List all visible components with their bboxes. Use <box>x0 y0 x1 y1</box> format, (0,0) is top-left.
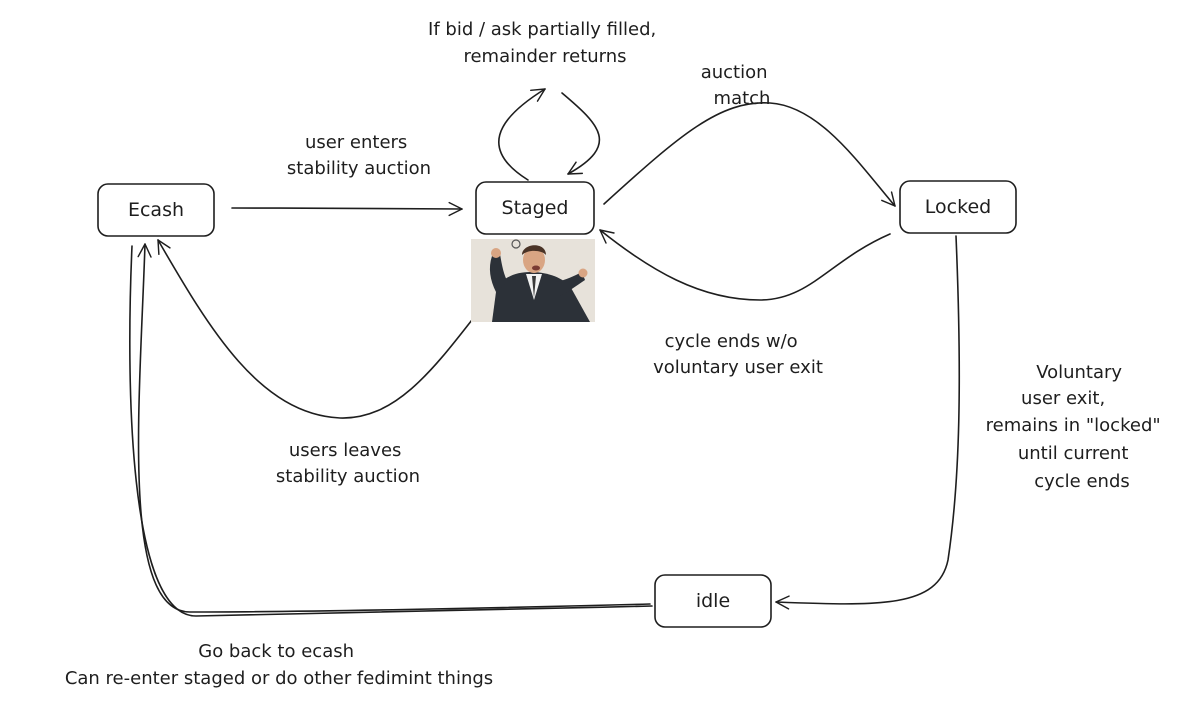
edge-staged-to-ecash <box>157 239 487 419</box>
edge-locked-to-idle <box>775 235 961 610</box>
label-cycle-ends-line-2: voluntary user exit <box>653 357 823 378</box>
edge-idle-to-ecash <box>137 243 651 613</box>
label-cycle-ends: cycle ends w/o voluntary user exit <box>653 331 823 378</box>
node-ecash: Ecash <box>97 183 215 237</box>
node-locked: Locked <box>899 180 1017 234</box>
label-enters-auction-line-2: stability auction <box>287 158 431 179</box>
label-auction-match-line-2: match <box>714 88 771 109</box>
label-leaves-auction-line-1: users leaves <box>289 440 402 461</box>
label-auction-match: auction match <box>701 62 774 109</box>
edge-staged-self-loop-return <box>561 92 601 175</box>
edge-staged-to-locked <box>603 102 896 207</box>
node-staged-label: Staged <box>502 197 569 219</box>
edge-ecash-to-staged <box>231 201 463 217</box>
label-back-to-ecash: Go back to ecash Can re-enter staged or … <box>65 641 493 689</box>
label-leaves-auction-line-2: stability auction <box>276 466 420 487</box>
label-voluntary-exit-line-4: until current <box>1018 443 1129 464</box>
label-cycle-ends-line-1: cycle ends w/o <box>665 331 798 352</box>
node-idle-label: idle <box>696 590 730 612</box>
edge-locked-to-staged <box>599 229 891 301</box>
node-ecash-label: Ecash <box>128 199 184 221</box>
label-leaves-auction: users leaves stability auction <box>276 440 420 487</box>
label-auction-match-line-1: auction <box>701 62 768 83</box>
edge-staged-self-loop <box>498 88 546 181</box>
label-enters-auction-line-1: user enters <box>305 132 407 153</box>
label-back-to-ecash-line-2: Can re-enter staged or do other fedimint… <box>65 668 493 689</box>
node-locked-label: Locked <box>925 196 991 218</box>
node-staged: Staged <box>475 181 595 235</box>
label-voluntary-exit: Voluntary user exit, remains in "locked"… <box>986 362 1167 492</box>
label-voluntary-exit-line-2: user exit, <box>1021 388 1105 409</box>
label-voluntary-exit-line-3: remains in "locked" <box>986 415 1161 436</box>
label-partial-fill-line-2: remainder returns <box>463 46 626 67</box>
label-voluntary-exit-line-5: cycle ends <box>1034 471 1130 492</box>
label-voluntary-exit-line-1: Voluntary <box>1036 362 1122 383</box>
node-idle: idle <box>654 574 772 628</box>
label-back-to-ecash-line-1: Go back to ecash <box>198 641 354 662</box>
label-enters-auction: user enters stability auction <box>287 132 431 179</box>
edge-idle-to-ecash-stroke2 <box>129 245 653 617</box>
label-partial-fill-line-1: If bid / ask partially filled, <box>428 19 656 40</box>
label-partial-fill: If bid / ask partially filled, remainder… <box>428 19 662 67</box>
meme-photo <box>471 239 595 322</box>
